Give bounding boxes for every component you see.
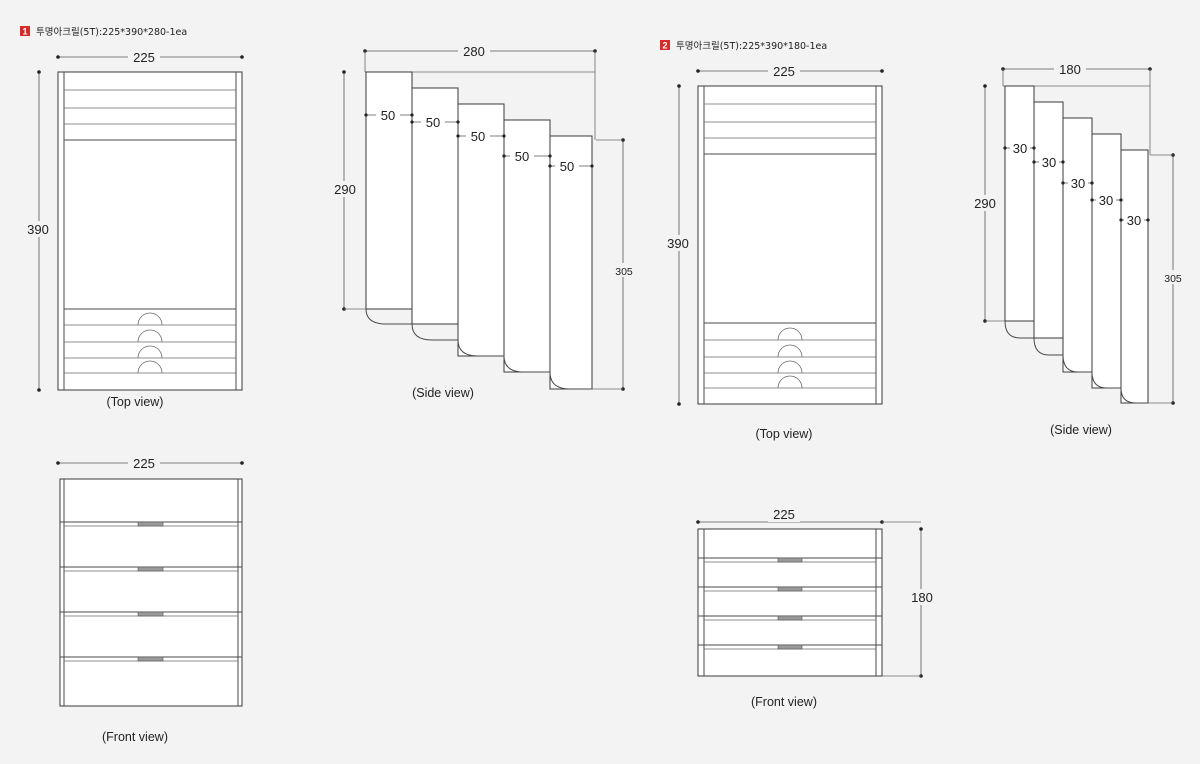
product-2-top-view: 225 390 (Top view) <box>664 63 884 441</box>
p2-side-depth-label: 180 <box>1059 62 1081 77</box>
p2-front-handle-icon <box>777 644 803 650</box>
p2-front-handle-icon <box>777 615 803 621</box>
p2-step-2-label: 30 <box>1042 155 1056 170</box>
p1-front-handle-icon <box>137 656 164 662</box>
p1-side-depth-label: 280 <box>463 44 485 59</box>
p1-front-handle-icon <box>137 611 164 617</box>
product-1-badge <box>20 26 30 36</box>
p1-step-4-label: 50 <box>515 149 529 164</box>
p2-top-caption: (Top view) <box>756 427 813 441</box>
p2-front-caption: (Front view) <box>751 695 817 709</box>
p1-front-width-label: 225 <box>133 456 155 471</box>
product-1-header: 1 투명아크릴(5T):225*390*280-1ea <box>20 26 187 38</box>
p1-side-left-height-label: 290 <box>334 182 356 197</box>
product-1-front-view: 225 (Front view) <box>56 455 244 744</box>
p2-side-caption: (Side view) <box>1050 423 1112 437</box>
p2-top-width-label: 225 <box>773 64 795 79</box>
p1-side-right-height-label: 305 <box>615 266 633 278</box>
p1-top-height-label: 390 <box>27 222 49 237</box>
p1-front-handle-icon <box>137 566 164 572</box>
product-1-side-view: 280 290 305 50 <box>330 43 636 400</box>
p2-front-handle-icon <box>777 586 803 592</box>
product-2-side-view: 180 290 305 30 <box>970 61 1185 437</box>
p1-top-caption: (Top view) <box>107 395 164 409</box>
p1-front-caption: (Front view) <box>102 730 168 744</box>
p2-step-3-label: 30 <box>1071 176 1085 191</box>
product-2-front-view: 225 180 (Front view) <box>696 507 936 709</box>
p1-top-width-label: 225 <box>133 50 155 65</box>
product-2-title: 투명아크릴(5T):225*390*180-1ea <box>676 41 827 52</box>
product-2-badge <box>660 40 670 50</box>
p2-side-right-height-label: 305 <box>1164 273 1182 285</box>
p2-side-left-height-label: 290 <box>974 196 996 211</box>
product-1-title: 투명아크릴(5T):225*390*280-1ea <box>36 27 187 38</box>
p2-step-1-label: 30 <box>1013 141 1027 156</box>
p1-step-5-label: 50 <box>560 159 574 174</box>
p1-step-1-label: 50 <box>381 108 395 123</box>
product-2-number: 2 <box>662 41 667 51</box>
p2-top-height-label: 390 <box>667 236 689 251</box>
p2-front-height-label: 180 <box>911 590 933 605</box>
p1-front-handle-icon <box>137 521 164 527</box>
p2-step-5-label: 30 <box>1127 213 1141 228</box>
p2-front-width-label: 225 <box>773 507 795 522</box>
product-1-top-view: 225 390 (Top view) <box>24 49 244 409</box>
p1-side-caption: (Side view) <box>412 386 474 400</box>
p2-step-4-label: 30 <box>1099 193 1113 208</box>
product-2-header: 2 투명아크릴(5T):225*390*180-1ea <box>660 40 827 52</box>
p2-front-handle-icon <box>777 557 803 563</box>
p1-step-2-label: 50 <box>426 115 440 130</box>
product-1-number: 1 <box>22 27 27 37</box>
p1-step-3-label: 50 <box>471 129 485 144</box>
